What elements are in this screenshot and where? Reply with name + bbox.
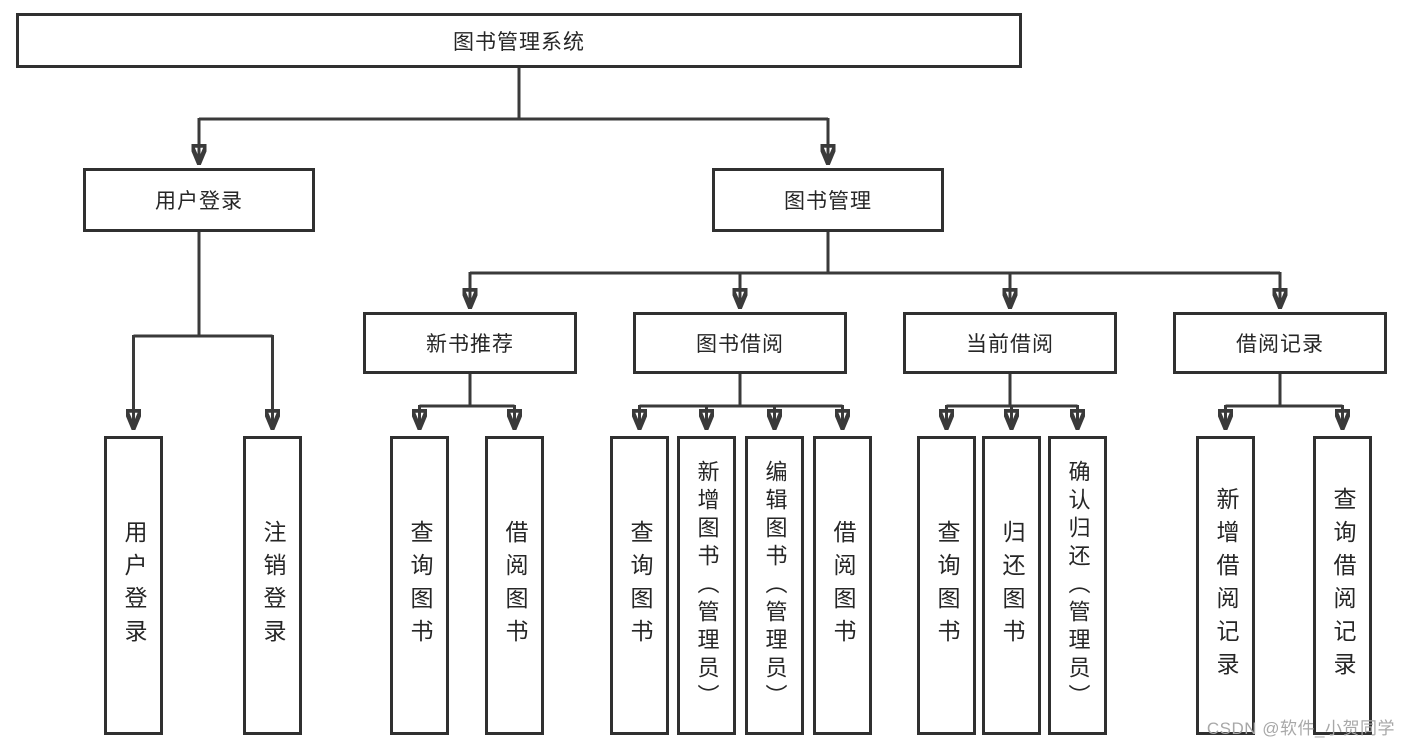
leaf-query-books-borrowing: 查询图书 — [610, 436, 669, 735]
leaf-query-books-recommend-label: 查询图书 — [407, 519, 433, 652]
leaf-edit-book-admin-label: 编辑图书（管理员） — [762, 459, 788, 712]
leaf-query-books-borrowing-label: 查询图书 — [627, 519, 653, 652]
leaf-edit-book-admin: 编辑图书（管理员） — [745, 436, 804, 735]
leaf-add-borrow-record-label: 新增借阅记录 — [1213, 486, 1239, 685]
leaf-user-login-label: 用户登录 — [121, 519, 147, 652]
node-root-system: 图书管理系统 — [16, 13, 1022, 68]
node-current-borrowing: 当前借阅 — [903, 312, 1117, 374]
node-user-login: 用户登录 — [83, 168, 315, 232]
leaf-confirm-return-admin-label: 确认归还（管理员） — [1065, 459, 1091, 712]
leaf-user-login: 用户登录 — [104, 436, 163, 735]
leaf-borrow-books-label: 借阅图书 — [830, 519, 856, 652]
leaf-confirm-return-admin: 确认归还（管理员） — [1048, 436, 1107, 735]
leaf-logout-login: 注销登录 — [243, 436, 302, 735]
watermark-text: CSDN @软件_小贺同学 — [1206, 719, 1395, 738]
leaf-query-books-recommend: 查询图书 — [390, 436, 449, 735]
leaf-return-books: 归还图书 — [982, 436, 1041, 735]
leaf-query-borrow-record: 查询借阅记录 — [1313, 436, 1372, 735]
leaf-borrow-books: 借阅图书 — [813, 436, 872, 735]
leaf-query-books-current-label: 查询图书 — [934, 519, 960, 652]
leaf-logout-login-label: 注销登录 — [260, 519, 286, 652]
node-book-borrowing: 图书借阅 — [633, 312, 847, 374]
leaf-borrow-books-recommend-label: 借阅图书 — [502, 519, 528, 652]
leaf-add-book-admin: 新增图书（管理员） — [677, 436, 736, 735]
node-borrow-records: 借阅记录 — [1173, 312, 1387, 374]
leaf-borrow-books-recommend: 借阅图书 — [485, 436, 544, 735]
leaf-add-book-admin-label: 新增图书（管理员） — [694, 459, 720, 712]
node-book-management: 图书管理 — [712, 168, 944, 232]
leaf-query-borrow-record-label: 查询借阅记录 — [1330, 486, 1356, 685]
leaf-query-books-current: 查询图书 — [917, 436, 976, 735]
leaf-return-books-label: 归还图书 — [999, 519, 1025, 652]
leaf-add-borrow-record: 新增借阅记录 — [1196, 436, 1255, 735]
node-new-book-recommendation: 新书推荐 — [363, 312, 577, 374]
